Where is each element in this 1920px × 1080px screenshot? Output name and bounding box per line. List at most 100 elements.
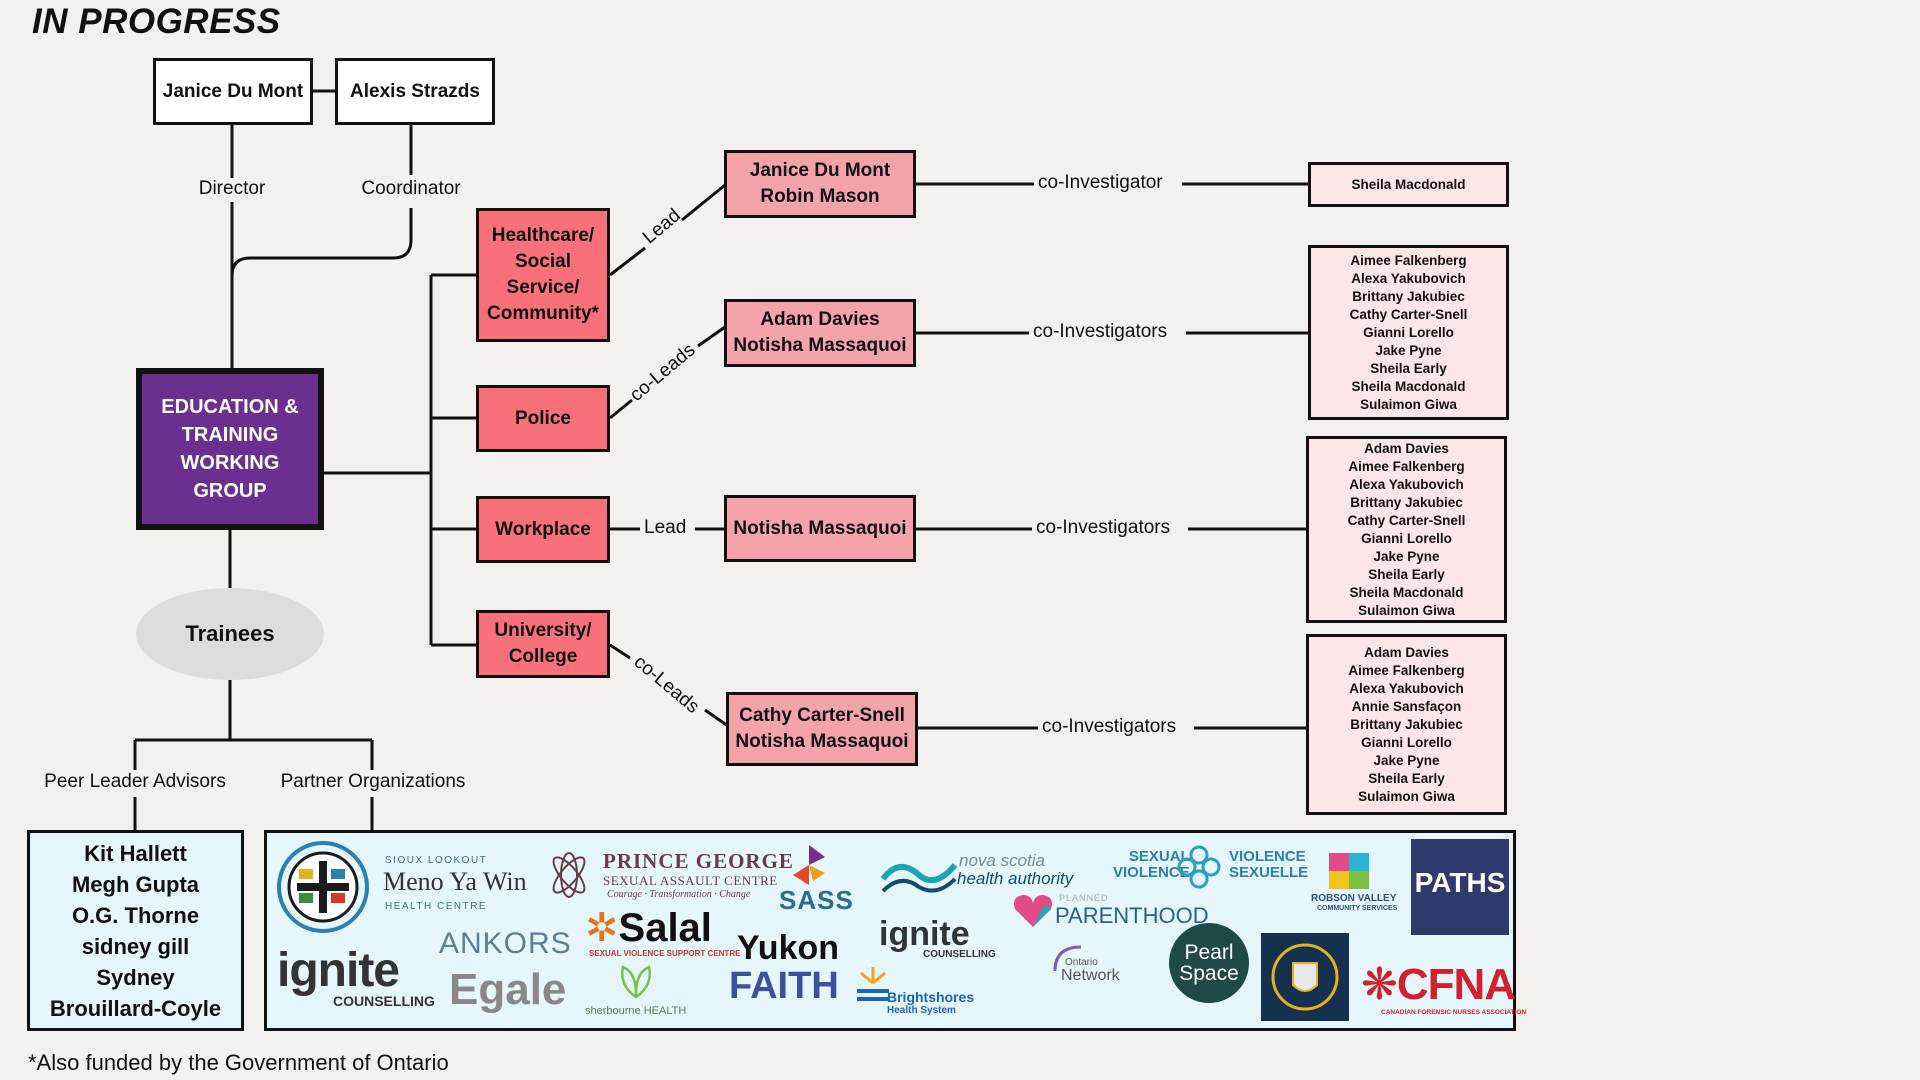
investigator-name: Sheila Macdonald: [1351, 176, 1466, 192]
circle-emblem-logo: [277, 841, 369, 933]
investigators-university: Adam Davies Aimee Falkenberg Alexa Yakub…: [1306, 634, 1507, 815]
investigator-name: Jake Pyne: [1373, 752, 1440, 768]
pearl-space-logo: Pearl Space: [1169, 923, 1249, 1003]
director-label: Director: [182, 178, 282, 200]
investigator-name: Adam Davies: [1364, 440, 1449, 456]
prince-george-logo-sub: SEXUAL ASSAULT CENTRE: [603, 873, 778, 888]
partners-label: Partner Organizations: [270, 771, 476, 793]
lead-name: Notisha Massaquoi: [733, 335, 907, 356]
investigator-name: Alexa Yakubovich: [1349, 476, 1464, 492]
lead-box-university: Cathy Carter-Snell Notisha Massaquoi: [726, 692, 918, 766]
investigator-name: Sheila Early: [1368, 566, 1445, 582]
sexual-violence-logo-en: SEXUAL VIOLENCE: [1113, 849, 1190, 881]
ignite-logo-sub: COUNSELLING: [333, 993, 435, 1009]
wave-icon: [880, 863, 958, 893]
sherbourne-logo: sherbourne HEALTH: [585, 1005, 687, 1017]
sector-police: Police: [476, 385, 610, 452]
coordinator-box: Alexis Strazds: [335, 58, 495, 125]
maple-leaf-icon: ❋: [1361, 960, 1398, 1009]
sector-line: Service/: [506, 277, 580, 298]
sector-line: College: [508, 646, 578, 667]
logo-word: VIOLENCE: [1229, 848, 1306, 865]
sector-line: Workplace: [495, 518, 591, 540]
lead-box-healthcare: Janice Du Mont Robin Mason: [724, 150, 916, 218]
investigator-name: Jake Pyne: [1375, 342, 1442, 358]
investigators-police: Aimee Falkenberg Alexa Yakubovich Britta…: [1308, 245, 1509, 420]
investigator-name: Brittany Jakubiec: [1350, 494, 1463, 510]
lead-name: Notisha Massaquoi: [735, 731, 909, 752]
investigator-name: Cathy Carter-Snell: [1349, 306, 1468, 322]
investigator-name: Annie Sansfaçon: [1351, 698, 1462, 714]
peer-name: Kit Hallett: [84, 840, 187, 866]
sector-line: Community*: [487, 303, 599, 324]
investigator-name: Brittany Jakubiec: [1352, 288, 1465, 304]
investigator-name: Cathy Carter-Snell: [1347, 512, 1466, 528]
nova-scotia-logo-name: nova scotia: [959, 851, 1045, 870]
robson-valley-logo-name: ROBSON VALLEY: [1311, 893, 1397, 904]
nova-scotia-logo-sub: health authority: [957, 869, 1074, 888]
investigator-name: Alexa Yakubovich: [1349, 680, 1464, 696]
director-box: Janice Du Mont: [153, 58, 313, 125]
sass-logo: SASS: [779, 885, 854, 915]
lead-box-police: Adam Davies Notisha Massaquoi: [724, 299, 916, 367]
sioux-lookout-logo-name: Meno Ya Win: [383, 867, 527, 896]
salal-mark-icon: ✲: [585, 906, 619, 950]
investigator-name: Aimee Falkenberg: [1348, 458, 1465, 474]
lead-name: Robin Mason: [760, 186, 880, 207]
peer-name: Megh Gupta: [71, 871, 200, 897]
yukon-logo: Yukon: [737, 929, 840, 967]
group-line: GROUP: [193, 480, 267, 502]
flower-icon: [552, 852, 586, 898]
inv-label: co-Investigators: [1038, 716, 1181, 738]
lead-name: Cathy Carter-Snell: [739, 705, 905, 726]
cfna-logo: ❋CFNA: [1361, 959, 1516, 1010]
investigator-name: Sheila Early: [1368, 770, 1445, 786]
logo-word: SEXUAL: [1128, 848, 1190, 865]
peer-name: O.G. Thorne: [71, 902, 200, 928]
sector-university: University/ College: [476, 610, 610, 678]
sector-line: Social: [515, 251, 571, 272]
investigator-name: Sheila Macdonald: [1349, 584, 1464, 600]
crest-icon: [1271, 943, 1339, 1011]
ontario-network-logo-top: Ontario: [1065, 957, 1098, 968]
page-title: IN PROGRESS: [32, 2, 281, 41]
salal-logo-sub: SEXUAL VIOLENCE SUPPORT CENTRE: [589, 949, 741, 958]
sector-line: University/: [494, 620, 592, 641]
sioux-lookout-logo-bottom: HEALTH CENTRE: [385, 901, 488, 912]
sector-line: Police: [515, 407, 571, 429]
investigator-name: Sheila Early: [1370, 360, 1447, 376]
planned-parenthood-logo-top: PLANNED: [1059, 893, 1109, 903]
investigator-name: Sulaimon Giwa: [1358, 602, 1455, 618]
sioux-lookout-logo-top: SIOUX LOOKOUT: [385, 855, 488, 866]
investigator-name: Gianni Lorello: [1363, 324, 1454, 340]
cfna-logo-name: CFNA: [1396, 960, 1516, 1009]
lead-name: Janice Du Mont: [749, 160, 891, 181]
leaf-icon: [621, 965, 651, 999]
investigator-name: Aimee Falkenberg: [1350, 252, 1467, 268]
lead-name: Notisha Massaquoi: [733, 517, 907, 539]
sexual-violence-logo-fr: VIOLENCE SEXUELLE: [1229, 849, 1308, 881]
ankors-logo: ANKORS: [439, 927, 572, 960]
peer-name: Brouillard-Coyle: [49, 995, 222, 1021]
investigator-name: Aimee Falkenberg: [1348, 662, 1465, 678]
robson-valley-logo-sub: COMMUNITY SERVICES: [1317, 905, 1398, 912]
lead-box-workplace: Notisha Massaquoi: [724, 495, 916, 562]
flower-emblem-icon: [1177, 845, 1221, 889]
planned-parenthood-logo-name: PARENTHOOD: [1055, 903, 1209, 928]
salal-logo: ✲Salal: [585, 905, 712, 951]
coordinator-label: Coordinator: [351, 178, 471, 200]
salal-logo-name: Salal: [618, 906, 712, 950]
footnote: *Also funded by the Government of Ontari…: [28, 1050, 449, 1075]
group-line: WORKING: [180, 452, 280, 474]
sector-healthcare: Healthcare/ Social Service/ Community*: [476, 208, 610, 342]
egale-logo: Egale: [449, 965, 567, 1014]
paths-logo-text: PATHS: [1414, 867, 1506, 898]
logo-word: VIOLENCE: [1113, 864, 1190, 881]
crest-logo: [1261, 933, 1349, 1021]
ignite-logo-small-sub: COUNSELLING: [923, 949, 996, 960]
puzzle-icon: [1329, 853, 1369, 889]
investigator-name: Sheila Macdonald: [1351, 378, 1466, 394]
logo-word: Pearl: [1184, 941, 1234, 964]
ignite-logo: ignite: [277, 944, 400, 997]
